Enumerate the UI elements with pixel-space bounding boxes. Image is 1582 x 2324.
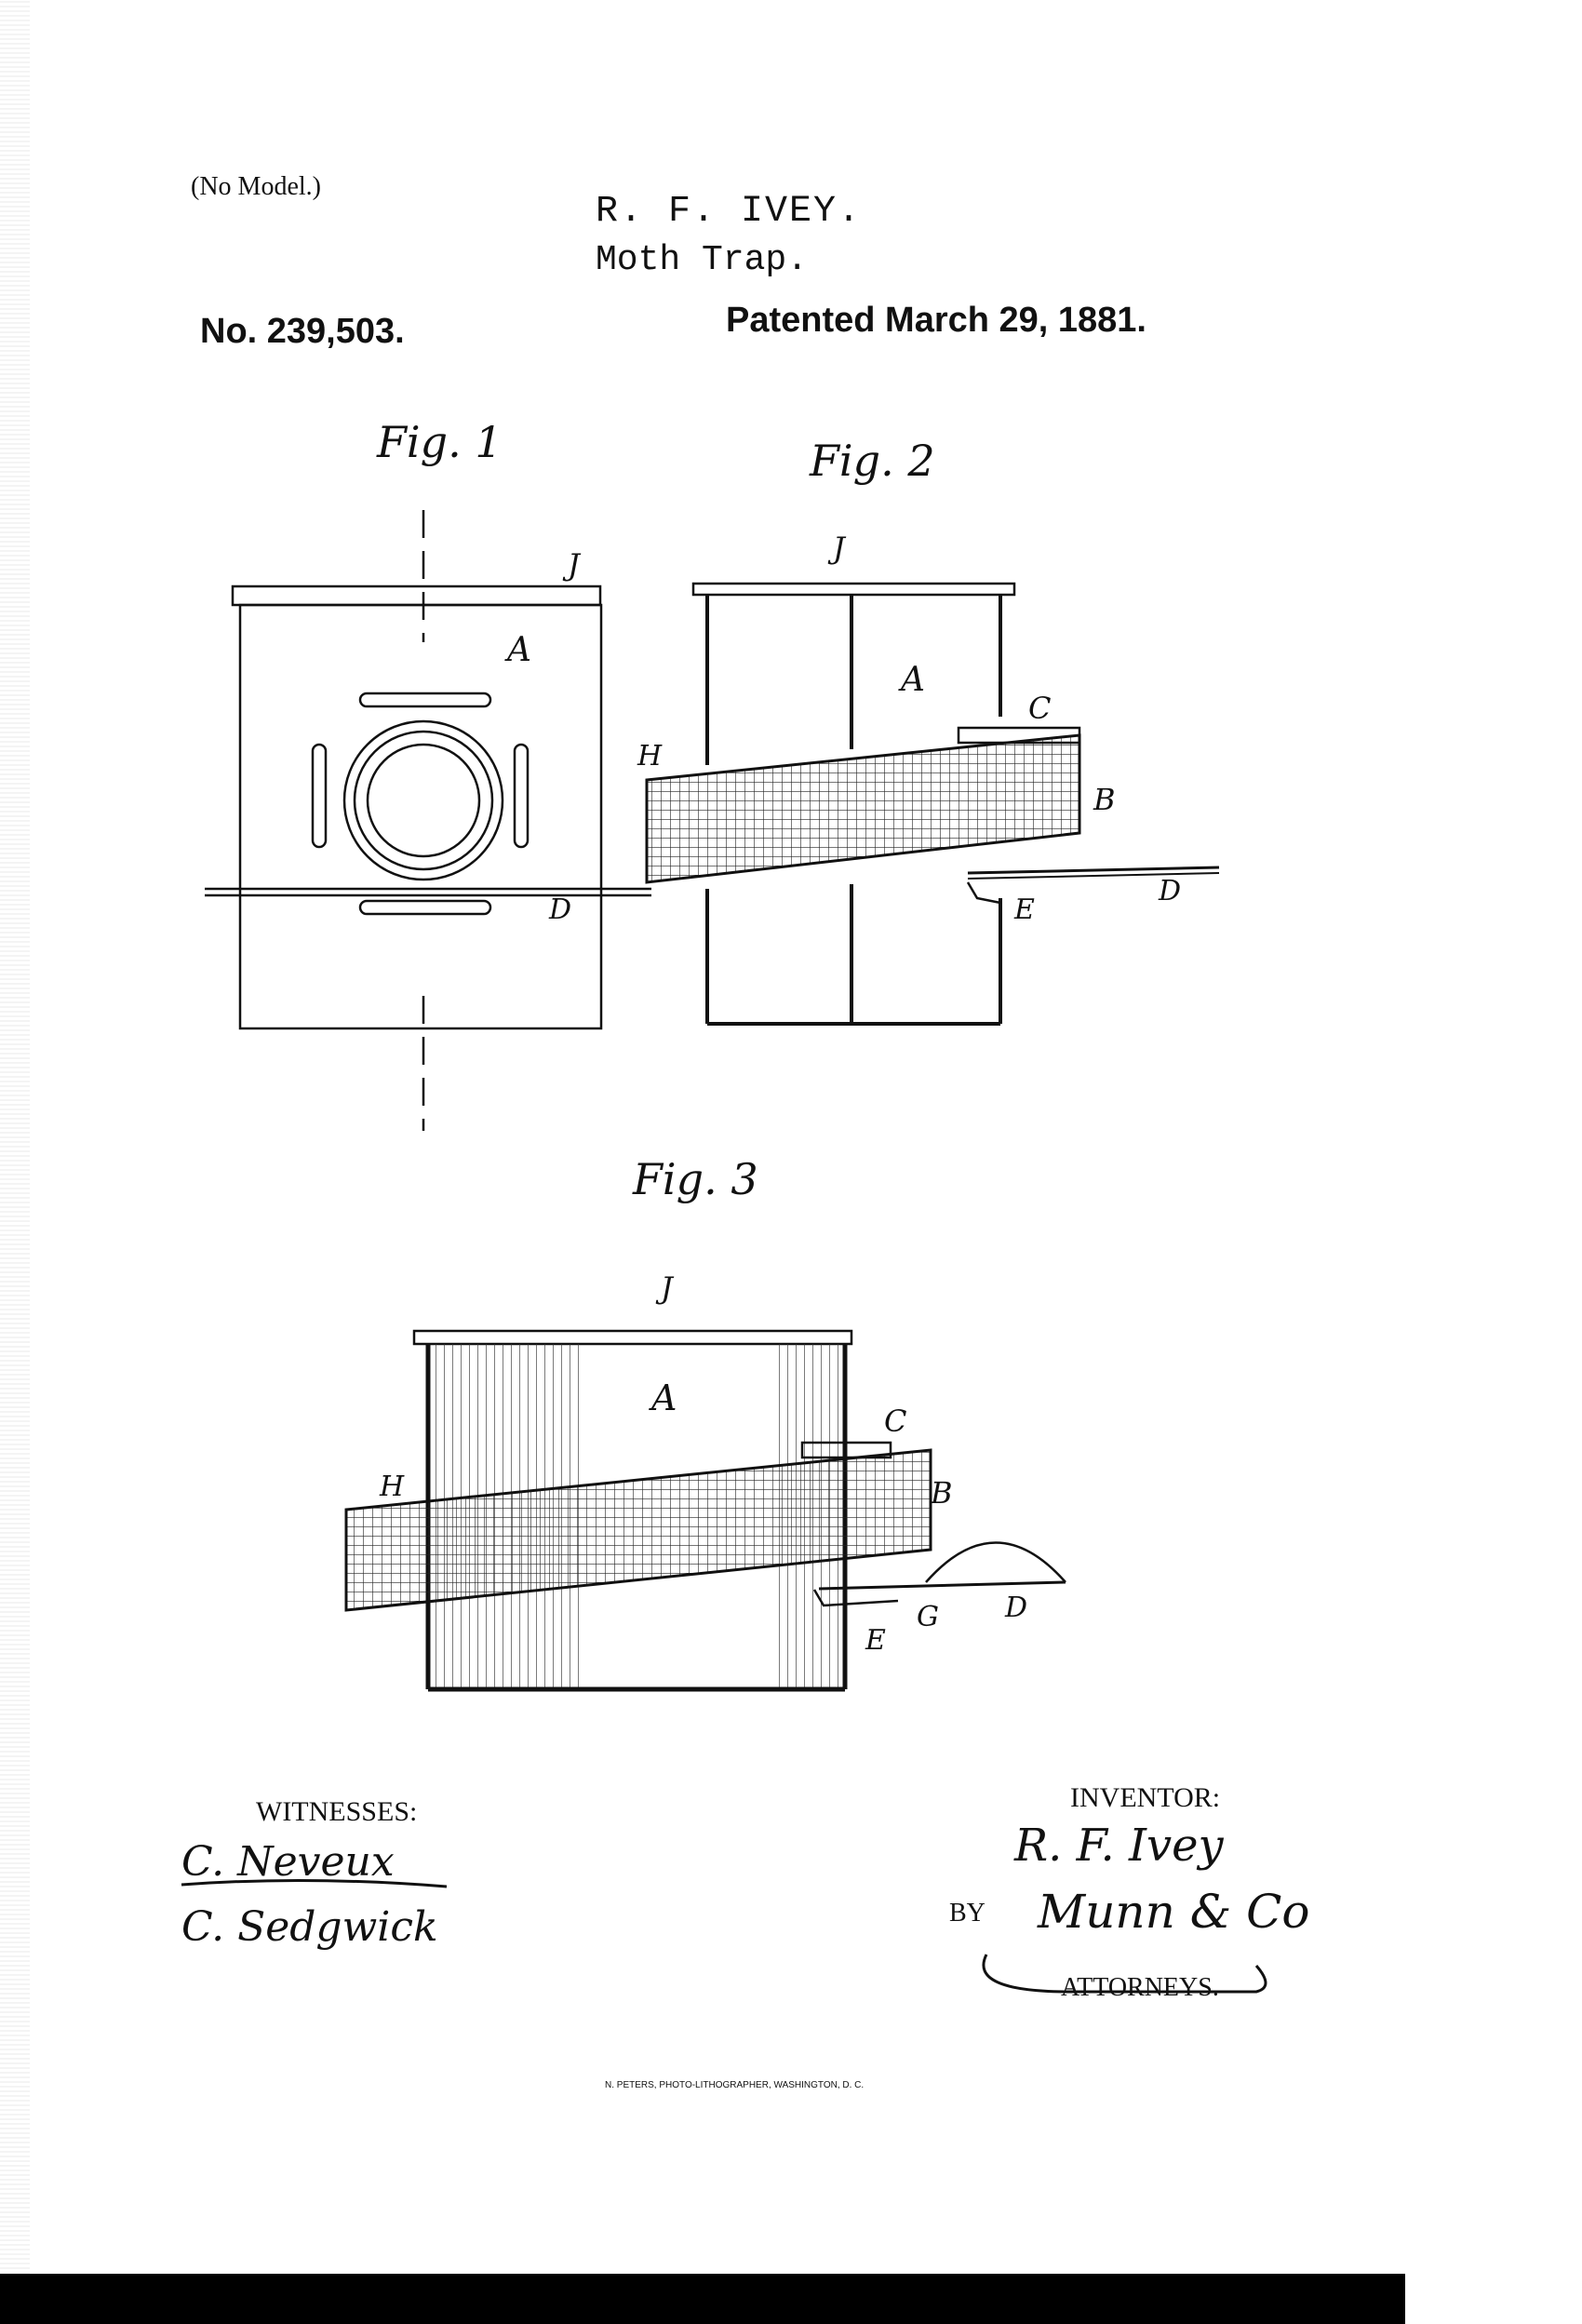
fig3-letter-a: A [651,1377,677,1418]
fig3-letter-g: G [917,1601,939,1633]
scan-bottom-band [0,2274,1405,2324]
fig3-flap-arc [925,1541,1066,1583]
lithographer-credit: N. PETERS, PHOTO-LITHOGRAPHER, WASHINGTO… [605,2080,865,2090]
fig2-letter-j: J [833,531,845,566]
fig2-hinge-e [966,881,1001,905]
fig2-mesh-tube [645,733,1081,884]
by-label: BY [949,1899,985,1928]
fig2-letter-c: C [1028,691,1052,726]
fig2-cover-c [957,726,1081,745]
fig3-letter-h: H [380,1471,405,1503]
fig1-label: Fig. 1 [377,417,503,467]
fig1-ring-outer [342,719,504,881]
fig3-letter-j: J [661,1270,673,1306]
fig1-slot-top [358,692,492,708]
attorney-flourish [982,1954,1267,1994]
fig2-shelf-d [967,866,1220,875]
figure-2 [645,582,1220,1026]
witness-signature-1: C. Neveux [181,1838,395,1886]
fig1-ring-inner [366,743,481,858]
witnesses-heading: WITNESSES: [256,1796,418,1827]
fig3-letter-e: E [865,1624,886,1657]
witness-signature-2: C. Sedgwick [181,1903,438,1951]
fig2-shelf-d-lower [967,872,1220,880]
fig1-letter-d: D [549,893,572,926]
figure-1 [205,510,651,1131]
figure-3 [344,1329,1066,1692]
fig2-label: Fig. 2 [810,436,935,486]
fig2-letter-e: E [1014,893,1035,926]
no-model-note: (No Model.) [191,172,321,201]
fig3-label: Fig. 3 [633,1154,758,1204]
patent-number: No. 239,503. [200,312,405,351]
fig3-hinge-e [812,1589,899,1607]
witness-1-underline [181,1878,448,1888]
fig3-letter-d: D [1005,1592,1028,1624]
fig1-slot-bottom [358,899,492,916]
fig3-lid [412,1329,853,1346]
fig3-shelf-d [818,1580,1066,1591]
fig1-letter-j: J [568,547,580,583]
patent-date: Patented March 29, 1881. [726,301,1146,340]
fig1-letter-a: A [507,631,531,669]
attorney-signature: Munn & Co [1038,1885,1310,1939]
inventor-signature: R. F. Ivey [1014,1820,1224,1872]
fig3-cover-c [800,1441,892,1459]
fig2-letter-a: A [901,661,925,699]
fig1-slot-left [311,743,328,849]
fig1-box [238,603,603,1030]
fig3-letter-b: B [931,1475,953,1511]
attorneys-label: ATTORNEYS. [1061,1973,1219,2002]
fig1-lid [231,584,602,607]
fig2-letter-b: B [1093,782,1116,817]
fig2-letter-d: D [1159,875,1182,907]
inventor-name: R. F. IVEY. [596,191,863,233]
fig1-slot-right [513,743,530,849]
signature-strokes [181,1878,1267,1994]
fig2-lid [691,582,1016,597]
fig1-ring-middle [353,730,494,871]
fig2-letter-h: H [637,740,663,772]
scan-edge-texture [0,0,30,2274]
fig3-letter-c: C [884,1404,907,1439]
fig3-mesh-tube [344,1448,932,1612]
patent-title: Moth Trap. [596,240,809,280]
inventor-heading: INVENTOR: [1070,1782,1221,1813]
